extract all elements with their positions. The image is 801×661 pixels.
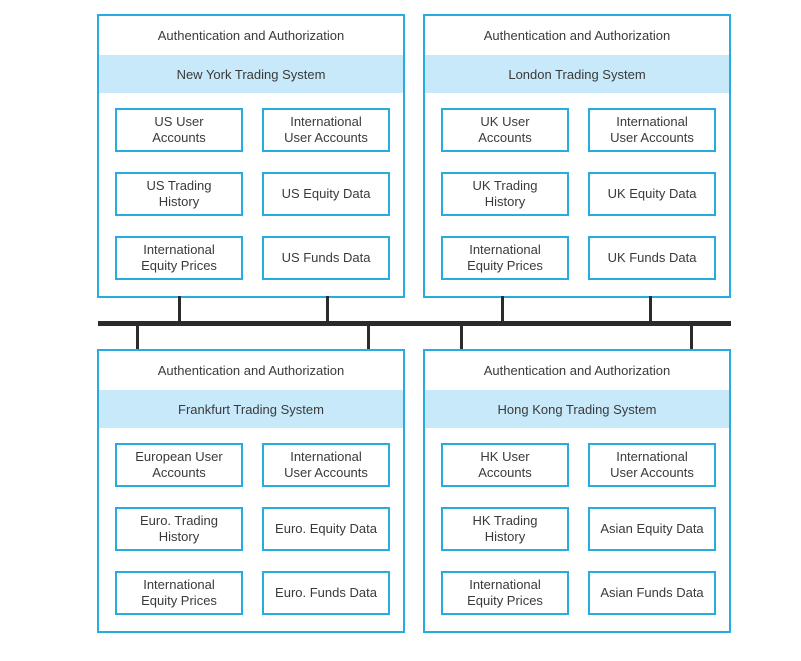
auth-label: Authentication and Authorization bbox=[483, 28, 671, 43]
panel-title-frankfurt: Frankfurt Trading System bbox=[99, 390, 403, 428]
bus-connector-hong-kong-right bbox=[690, 326, 693, 349]
panel-title-london: London Trading System bbox=[425, 55, 729, 93]
data-store-box: US User Accounts bbox=[115, 108, 243, 152]
data-store-box: Euro. Equity Data bbox=[262, 507, 390, 551]
bus-connector-frankfurt-left bbox=[136, 326, 139, 349]
data-store-box: Asian Funds Data bbox=[588, 571, 716, 615]
data-store-box: Asian Equity Data bbox=[588, 507, 716, 551]
data-store-box: US Trading History bbox=[115, 172, 243, 216]
panel-new-york: Authentication and Authorization New Yor… bbox=[97, 14, 405, 298]
panel-hong-kong: Authentication and Authorization Hong Ko… bbox=[423, 349, 731, 633]
data-store-grid: US User Accounts International User Acco… bbox=[99, 93, 403, 280]
data-store-box: International Equity Prices bbox=[115, 236, 243, 280]
data-store-box: Euro. Trading History bbox=[115, 507, 243, 551]
panel-title-hong-kong: Hong Kong Trading System bbox=[425, 390, 729, 428]
data-store-box: UK Trading History bbox=[441, 172, 569, 216]
panel-london: Authentication and Authorization London … bbox=[423, 14, 731, 298]
data-store-box: International Equity Prices bbox=[115, 571, 243, 615]
bus-connector-london-left bbox=[501, 296, 504, 321]
data-store-box: US Equity Data bbox=[262, 172, 390, 216]
network-bus-line bbox=[98, 321, 731, 326]
bus-connector-frankfurt-right bbox=[367, 326, 370, 349]
auth-label: Authentication and Authorization bbox=[157, 28, 345, 43]
data-store-grid: HK User Accounts International User Acco… bbox=[425, 428, 729, 615]
data-store-grid: UK User Accounts International User Acco… bbox=[425, 93, 729, 280]
data-store-box: US Funds Data bbox=[262, 236, 390, 280]
data-store-box: UK User Accounts bbox=[441, 108, 569, 152]
data-store-box: International Equity Prices bbox=[441, 236, 569, 280]
bus-connector-new-york-right bbox=[326, 296, 329, 321]
data-store-box: UK Equity Data bbox=[588, 172, 716, 216]
bus-connector-london-right bbox=[649, 296, 652, 321]
data-store-box: HK Trading History bbox=[441, 507, 569, 551]
data-store-grid: European User Accounts International Use… bbox=[99, 428, 403, 615]
data-store-box: International User Accounts bbox=[262, 108, 390, 152]
data-store-box: International User Accounts bbox=[588, 108, 716, 152]
panel-title-new-york: New York Trading System bbox=[99, 55, 403, 93]
data-store-box: International User Accounts bbox=[588, 443, 716, 487]
bus-connector-hong-kong-left bbox=[460, 326, 463, 349]
data-store-box: HK User Accounts bbox=[441, 443, 569, 487]
data-store-box: Euro. Funds Data bbox=[262, 571, 390, 615]
data-store-box: European User Accounts bbox=[115, 443, 243, 487]
data-store-box: International Equity Prices bbox=[441, 571, 569, 615]
bus-connector-new-york-left bbox=[178, 296, 181, 321]
auth-label: Authentication and Authorization bbox=[157, 363, 345, 378]
auth-label: Authentication and Authorization bbox=[483, 363, 671, 378]
panel-frankfurt: Authentication and Authorization Frankfu… bbox=[97, 349, 405, 633]
data-store-box: UK Funds Data bbox=[588, 236, 716, 280]
data-store-box: International User Accounts bbox=[262, 443, 390, 487]
